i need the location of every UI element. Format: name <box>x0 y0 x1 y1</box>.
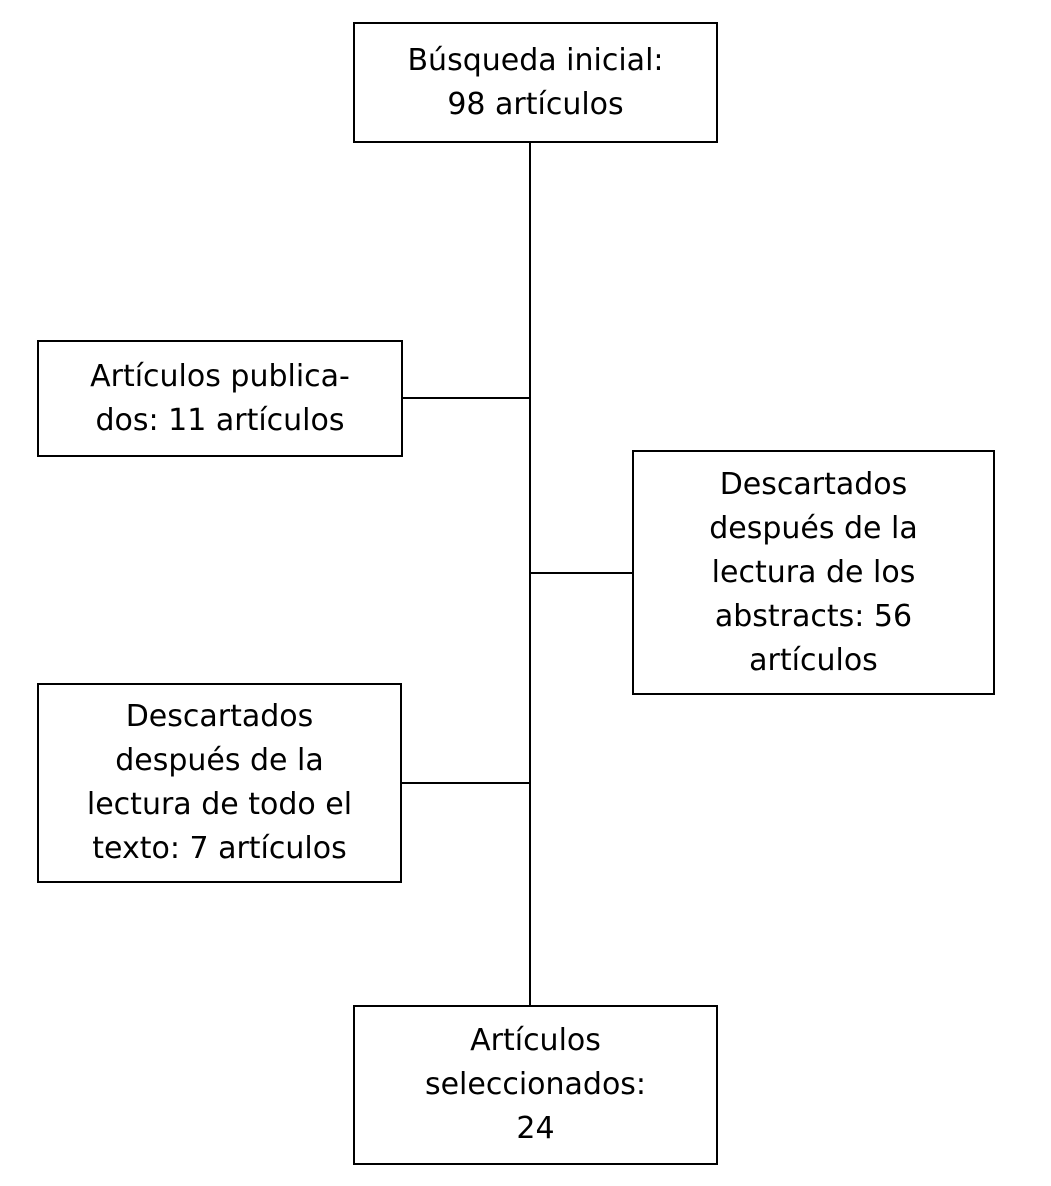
node-busqueda-inicial: Búsqueda inicial: 98 artículos <box>353 22 718 143</box>
connector-vertical-trunk <box>529 143 531 1005</box>
node-descartados-texto-completo-label: Descartados después de la lectura de tod… <box>86 699 353 866</box>
connector-branch-articulos-publicados <box>403 397 531 399</box>
node-articulos-publicados: Artículos publica- dos: 11 artículos <box>37 340 403 457</box>
node-articulos-publicados-label: Artículos publica- dos: 11 artículos <box>90 358 350 438</box>
node-articulos-seleccionados: Artículos seleccionados: 24 <box>353 1005 718 1165</box>
connector-branch-descartados-texto <box>402 782 531 784</box>
node-descartados-abstracts: Descartados después de la lectura de los… <box>632 450 995 695</box>
node-articulos-seleccionados-label: Artículos seleccionados: 24 <box>424 1023 647 1146</box>
node-descartados-abstracts-label: Descartados después de la lectura de los… <box>709 466 918 678</box>
node-descartados-texto-completo: Descartados después de la lectura de tod… <box>37 683 402 883</box>
connector-branch-descartados-abstracts <box>531 572 632 574</box>
node-busqueda-inicial-label: Búsqueda inicial: 98 artículos <box>407 42 664 122</box>
